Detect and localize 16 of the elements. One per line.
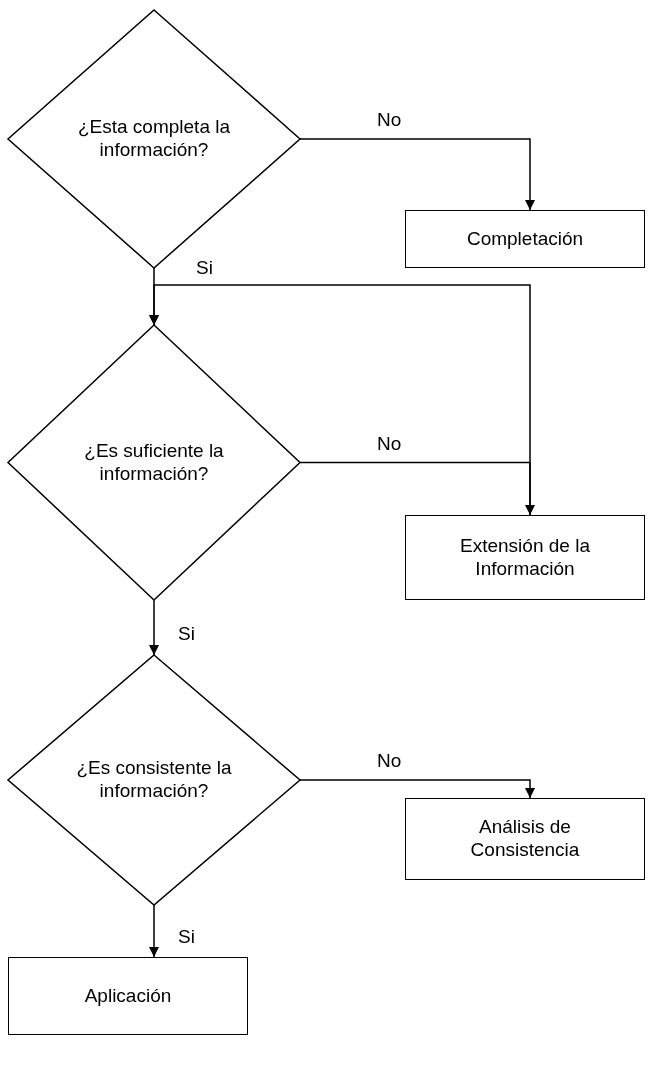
arrow (149, 904, 159, 958)
node-text: Completación (466, 227, 584, 251)
node-text: ¿Esta completa la información? (76, 116, 232, 162)
node-text: Análisis de Consistencia (469, 816, 581, 862)
process-box (405, 798, 645, 880)
arrow (149, 599, 159, 656)
arrow (299, 461, 535, 516)
process-box (405, 210, 645, 268)
node-text: Extensión de la Información (459, 534, 591, 581)
arrow (299, 138, 535, 211)
node-text: Aplicación (84, 984, 172, 1008)
node-text: ¿Es suficiente la información? (83, 439, 225, 486)
process-box (405, 515, 645, 600)
arrow (299, 779, 535, 799)
process-box (8, 957, 248, 1035)
node-text: ¿Es consistente la información? (75, 757, 233, 803)
